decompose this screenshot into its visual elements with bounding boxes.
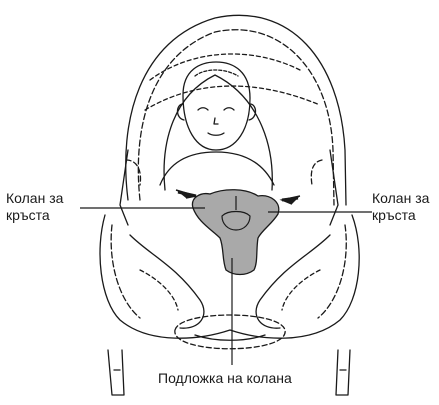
belt-pad-label: Подложка на колана (158, 370, 292, 387)
left-label-line1: Колан за (6, 190, 63, 207)
left-label-line2: кръста (6, 207, 63, 224)
canopy-outline (126, 15, 346, 205)
right-label-line2: кръста (372, 207, 429, 224)
base-oval (175, 315, 285, 349)
right-lap-belt-label: Колан за кръста (372, 190, 429, 224)
baby-body (160, 152, 274, 185)
left-lap-belt-label: Колан за кръста (6, 190, 63, 224)
baby-left-leg (130, 235, 204, 328)
right-label-line1: Колан за (372, 190, 429, 207)
baby-right-leg (256, 235, 330, 328)
canopy-inner (138, 30, 334, 205)
seat-back (164, 75, 272, 190)
